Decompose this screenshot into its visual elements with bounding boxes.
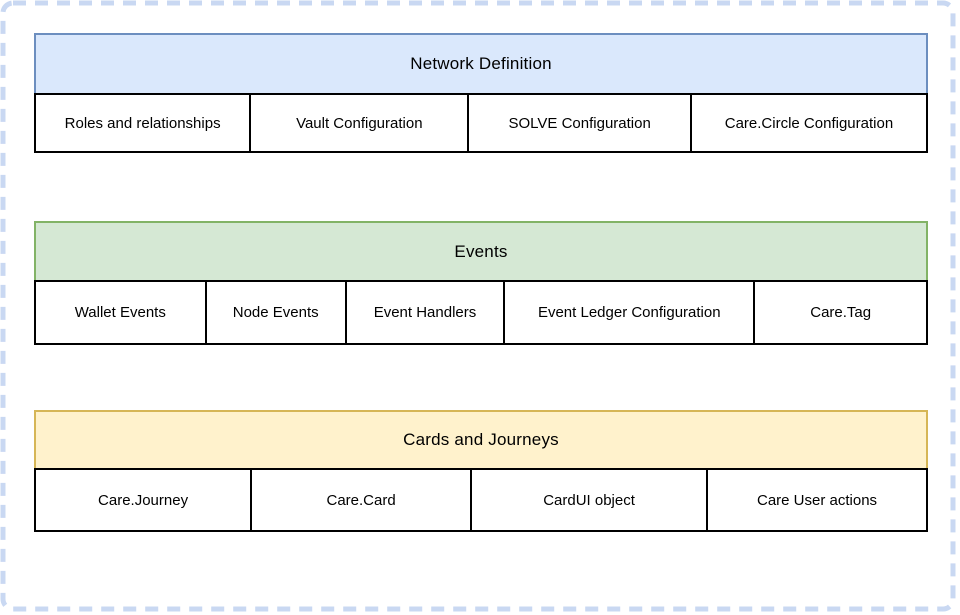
- cell-label: Care User actions: [757, 491, 878, 509]
- cell-label: Care.Circle Configuration: [724, 114, 894, 132]
- events-cells-row: Wallet Events Node Events Event Handlers…: [34, 280, 928, 345]
- cell-label: Care.Tag: [810, 304, 872, 321]
- cell-care-user-actions: Care User actions: [706, 468, 928, 532]
- group-events: Events Wallet Events Node Events Event H…: [34, 221, 928, 345]
- cell-vault-configuration: Vault Configuration: [249, 93, 470, 153]
- cell-care-card: Care.Card: [250, 468, 473, 532]
- group-header-cards-and-journeys: Cards and Journeys: [34, 410, 928, 470]
- cell-event-handlers: Event Handlers: [344, 280, 506, 345]
- cell-label: Care.Card: [326, 491, 396, 509]
- cell-node-events: Node Events: [204, 280, 347, 345]
- group-cards-and-journeys: Cards and Journeys Care.Journey Care.Car…: [34, 410, 928, 532]
- group-title: Events: [454, 241, 508, 261]
- cell-label: Node Events: [232, 304, 319, 321]
- cell-care-tag: Care.Tag: [753, 280, 928, 345]
- cell-label: Wallet Events: [74, 304, 166, 321]
- cell-label: Event Handlers: [373, 304, 477, 321]
- cell-wallet-events: Wallet Events: [34, 280, 207, 345]
- cell-label: Vault Configuration: [296, 114, 423, 132]
- cell-label: SOLVE Configuration: [508, 114, 651, 132]
- network-definition-cells-row: Roles and relationships Vault Configurat…: [34, 93, 928, 153]
- group-title: Cards and Journeys: [403, 430, 559, 449]
- cell-cardui-object: CardUI object: [470, 468, 709, 532]
- group-network-definition: Network Definition Roles and relationshi…: [34, 33, 928, 153]
- cell-care-journey: Care.Journey: [34, 468, 253, 532]
- cell-label: Care.Journey: [98, 491, 189, 509]
- cell-label: Event Ledger Configuration: [537, 304, 721, 321]
- cell-event-ledger-configuration: Event Ledger Configuration: [503, 280, 756, 345]
- group-header-events: Events: [34, 221, 928, 282]
- cell-roles-and-relationships: Roles and relationships: [34, 93, 252, 153]
- group-header-network-definition: Network Definition: [34, 33, 928, 95]
- cell-care-circle-configuration: Care.Circle Configuration: [689, 93, 928, 153]
- group-title: Network Definition: [410, 54, 552, 73]
- cards-and-journeys-cells-row: Care.Journey Care.Card CardUI object Car…: [34, 468, 928, 532]
- cell-label: Roles and relationships: [64, 114, 221, 132]
- cell-label: CardUI object: [543, 491, 635, 509]
- cell-solve-configuration: SOLVE Configuration: [467, 93, 692, 153]
